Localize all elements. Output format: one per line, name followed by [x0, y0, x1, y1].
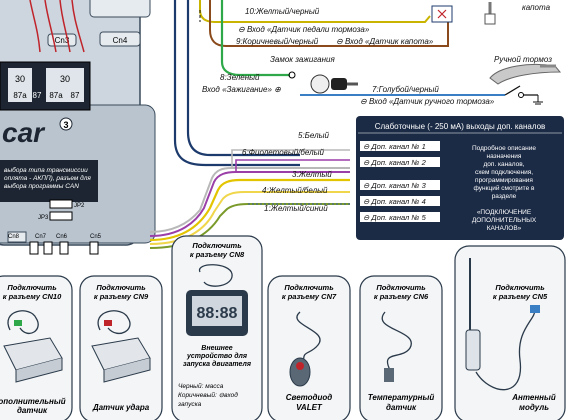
hood-label: капота	[522, 3, 551, 12]
svg-text:Коричневый: ⊖вход: Коричневый: ⊖вход	[178, 391, 238, 399]
cn3-label: Cn3	[55, 36, 70, 45]
channels-info: Подробное описание назначения доп. канал…	[472, 144, 537, 232]
svg-text:к разъему CN9: к разъему CN9	[94, 292, 149, 301]
svg-text:запуска двигателя: запуска двигателя	[183, 360, 251, 368]
relay-87a-2: 87a	[49, 91, 63, 100]
wire3-label: 3:Желтый	[292, 170, 332, 179]
panel-cn9: Подключить к разъему CN9 Датчик удара	[79, 275, 163, 420]
channel-3: ⊖ Доп. канал № 3	[363, 181, 427, 190]
svg-text:Температурный: Температурный	[368, 393, 435, 402]
relay-87-1: 87	[33, 91, 42, 100]
svg-text:Подробное описание: Подробное описание	[472, 144, 536, 152]
wire10-input: ⊖ Вход «Датчик педали тормоза»	[238, 25, 370, 34]
svg-text:к разъему CN10: к разъему CN10	[3, 292, 62, 301]
svg-text:к разъему CN8: к разъему CN8	[190, 250, 245, 259]
wire9-label: 9:Коричневый/черный	[236, 37, 319, 46]
wire1-label: 1:Желтый/синий	[264, 204, 328, 213]
jumper-text-1: выбора типа трансмиссии	[4, 166, 88, 174]
channel-5: ⊖ Доп. канал № 5	[363, 213, 427, 222]
svg-text:КАНАЛОВ»: КАНАЛОВ»	[487, 225, 522, 232]
svg-text:ДОПОЛНИТЕЛЬНЫХ: ДОПОЛНИТЕЛЬНЫХ	[472, 217, 537, 224]
svg-text:Подключить: Подключить	[192, 241, 242, 250]
svg-text:схем подключения,: схем подключения,	[475, 169, 533, 176]
cn6-label: Cn6	[56, 234, 68, 240]
channels-title: Слаботочные (- 250 мА) выходы доп. канал…	[375, 122, 546, 131]
wire10-label: 10:Желтый/черный	[245, 7, 320, 16]
svg-text:разделе: разделе	[492, 193, 517, 200]
panel-cn5: Подключить к разъему CN5 Антенный модуль	[454, 245, 566, 420]
wire9-input: ⊖ Вход «Датчик капота»	[336, 37, 434, 46]
channel-2: ⊖ Доп. канал № 2	[363, 158, 427, 167]
wire4-label: 4:Желтый/белый	[262, 186, 328, 195]
svg-text:доп. каналов,: доп. каналов,	[483, 161, 524, 168]
wire6-label: 6:Фиолетовый/белый	[242, 148, 324, 157]
svg-text:Антенный: Антенный	[511, 393, 556, 402]
relay-87-2: 87	[71, 91, 80, 100]
svg-text:Светодиод: Светодиод	[286, 393, 332, 402]
svg-text:Черный: масса: Черный: масса	[178, 382, 224, 390]
svg-text:к разъему CN5: к разъему CN5	[493, 292, 548, 301]
panel-cn10: Подключить к разъему CN10 ополнительный …	[0, 275, 73, 420]
jp3-label: JP3	[38, 215, 49, 221]
svg-text:устройство для: устройство для	[186, 352, 247, 360]
wire8-label: 8:Зеленый	[220, 73, 260, 82]
ignition-label: Замок зажигания	[270, 55, 335, 64]
relay-87a-1: 87a	[13, 91, 27, 100]
svg-text:Подключить: Подключить	[495, 283, 545, 292]
cn5-label: Cn5	[90, 234, 102, 240]
svg-text:Подключить: Подключить	[96, 283, 146, 292]
wire5-label: 5:Белый	[298, 131, 329, 140]
svg-text:запуска: запуска	[177, 401, 202, 408]
wire8-input: Вход «Зажигание» ⊕	[202, 85, 281, 94]
svg-text:Подключить: Подключить	[376, 283, 426, 292]
panel-cn8: Подключить к разъему CN8 88:88 Внешнее у…	[171, 235, 263, 420]
jumper-text-2: оплята - АКПП), разъем для	[4, 174, 91, 182]
svg-text:Подключить: Подключить	[7, 283, 57, 292]
svg-text:Подключить: Подключить	[284, 283, 334, 292]
panel-cn6: Подключить к разъему CN6 Температурный д…	[359, 275, 443, 420]
cn4-box	[99, 31, 141, 47]
brand-sup: 3	[63, 120, 68, 130]
svg-text:модуль: модуль	[519, 403, 549, 412]
svg-text:функций смотрите в: функций смотрите в	[474, 184, 535, 192]
upper-wiring	[173, 0, 562, 167]
svg-text:датчик: датчик	[386, 403, 417, 412]
svg-text:программирования: программирования	[475, 177, 533, 184]
svg-text:к разъему CN6: к разъему CN6	[374, 292, 429, 301]
cn8-label: Cn8	[8, 234, 20, 240]
cn7-label: Cn7	[35, 234, 47, 240]
alarm-unit: Cn4 Cn3 30 30 87a 87 87a 87 car 3 выбора…	[0, 0, 156, 255]
jumper-text-3: выбора программы CAN	[4, 182, 79, 190]
cn3-box	[47, 33, 77, 47]
svg-text:Датчик удара: Датчик удара	[92, 403, 150, 412]
channel-list: ⊖ Доп. канал № 1 ⊖ Доп. канал № 2 ⊖ Доп.…	[360, 141, 440, 222]
svg-text:88:88: 88:88	[197, 305, 238, 322]
cn4-label: Cn4	[113, 36, 128, 45]
svg-text:к разъему CN7: к разъему CN7	[282, 292, 337, 301]
handbrake-label: Ручной тормоз	[494, 55, 552, 64]
jp2-label: JP2	[74, 203, 85, 209]
svg-text:Внешнее: Внешнее	[201, 345, 233, 352]
panel-cn7: Подключить к разъему CN7 Светодиод VALET	[267, 275, 351, 420]
svg-text:ополнительный: ополнительный	[0, 397, 66, 406]
svg-text:VALET: VALET	[296, 403, 323, 412]
svg-text:«ПОДКЛЮЧЕНИЕ: «ПОДКЛЮЧЕНИЕ	[477, 209, 532, 216]
channel-1: ⊖ Доп. канал № 1	[363, 142, 426, 151]
svg-text:датчик: датчик	[17, 406, 48, 415]
channel-4: ⊖ Доп. канал № 4	[363, 197, 426, 206]
relay-30a: 30	[15, 74, 25, 84]
svg-text:назначения: назначения	[487, 153, 522, 160]
wire7-label: 7:Голубой/черный	[372, 85, 439, 94]
wire7-input: ⊖ Вход «Датчик ручного тормоза»	[360, 97, 495, 106]
brand-text: car	[2, 117, 46, 148]
relay-30b: 30	[60, 74, 70, 84]
